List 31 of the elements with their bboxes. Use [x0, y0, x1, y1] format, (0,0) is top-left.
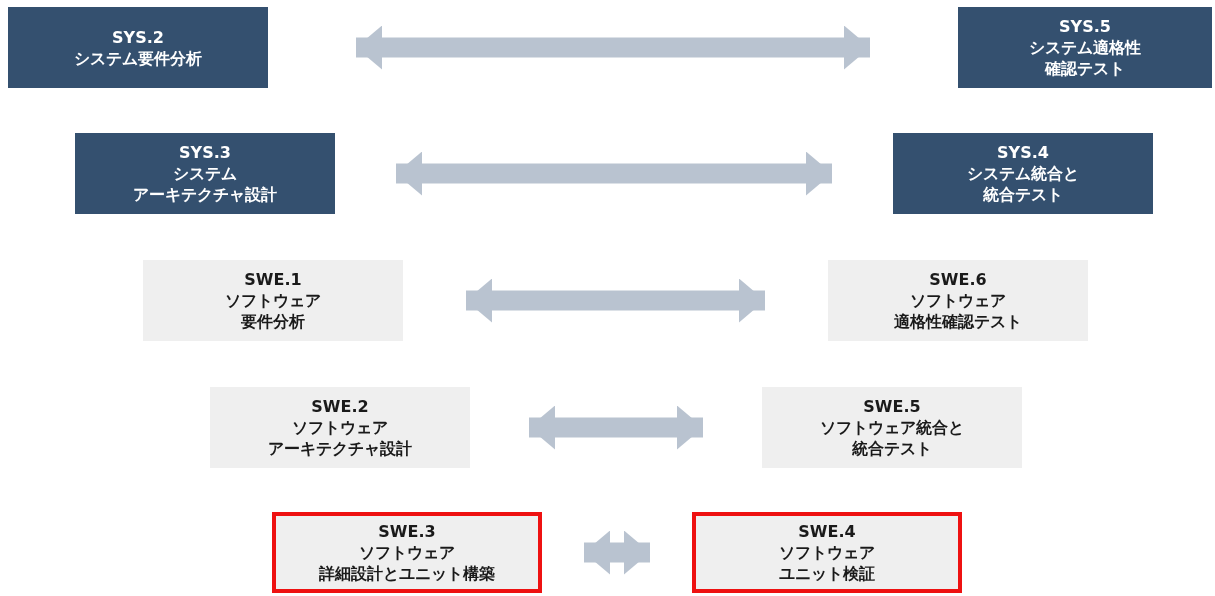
process-box — [8, 7, 268, 88]
process-id: SYS.3 — [179, 142, 231, 163]
double-arrow — [396, 151, 832, 196]
process-box — [272, 512, 542, 593]
process-name: ソフトウェア要件分析 — [225, 290, 321, 332]
process-id: SWE.3 — [378, 521, 436, 542]
process-id: SYS.4 — [997, 142, 1049, 163]
process-box — [958, 7, 1212, 88]
process-name: ソフトウェア統合と統合テスト — [820, 417, 964, 459]
double-arrow — [466, 278, 765, 323]
process-name: ソフトウェアユニット検証 — [779, 542, 875, 584]
process-name: ソフトウェア適格性確認テスト — [894, 290, 1022, 332]
process-name: システム統合と統合テスト — [967, 163, 1079, 205]
process-id: SWE.2 — [311, 396, 369, 417]
process-name: システム要件分析 — [74, 47, 202, 69]
double-arrow — [584, 530, 650, 575]
process-id: SWE.6 — [929, 269, 987, 290]
process-name: ソフトウェア詳細設計とユニット構築 — [319, 542, 495, 584]
process-id: SWE.4 — [798, 521, 856, 542]
process-id: SYS.5 — [1059, 16, 1111, 37]
process-name: システムアーキテクチャ設計 — [133, 163, 277, 205]
process-name: システム適格性確認テスト — [1029, 37, 1141, 79]
double-arrow — [529, 405, 703, 450]
process-box — [75, 133, 335, 214]
process-id: SYS.2 — [112, 26, 164, 48]
process-name: ソフトウェアアーキテクチャ設計 — [268, 417, 412, 459]
process-id: SWE.1 — [244, 269, 302, 290]
double-arrow — [356, 25, 870, 70]
process-box — [893, 133, 1153, 214]
process-box — [692, 512, 962, 593]
process-id: SWE.5 — [863, 396, 921, 417]
